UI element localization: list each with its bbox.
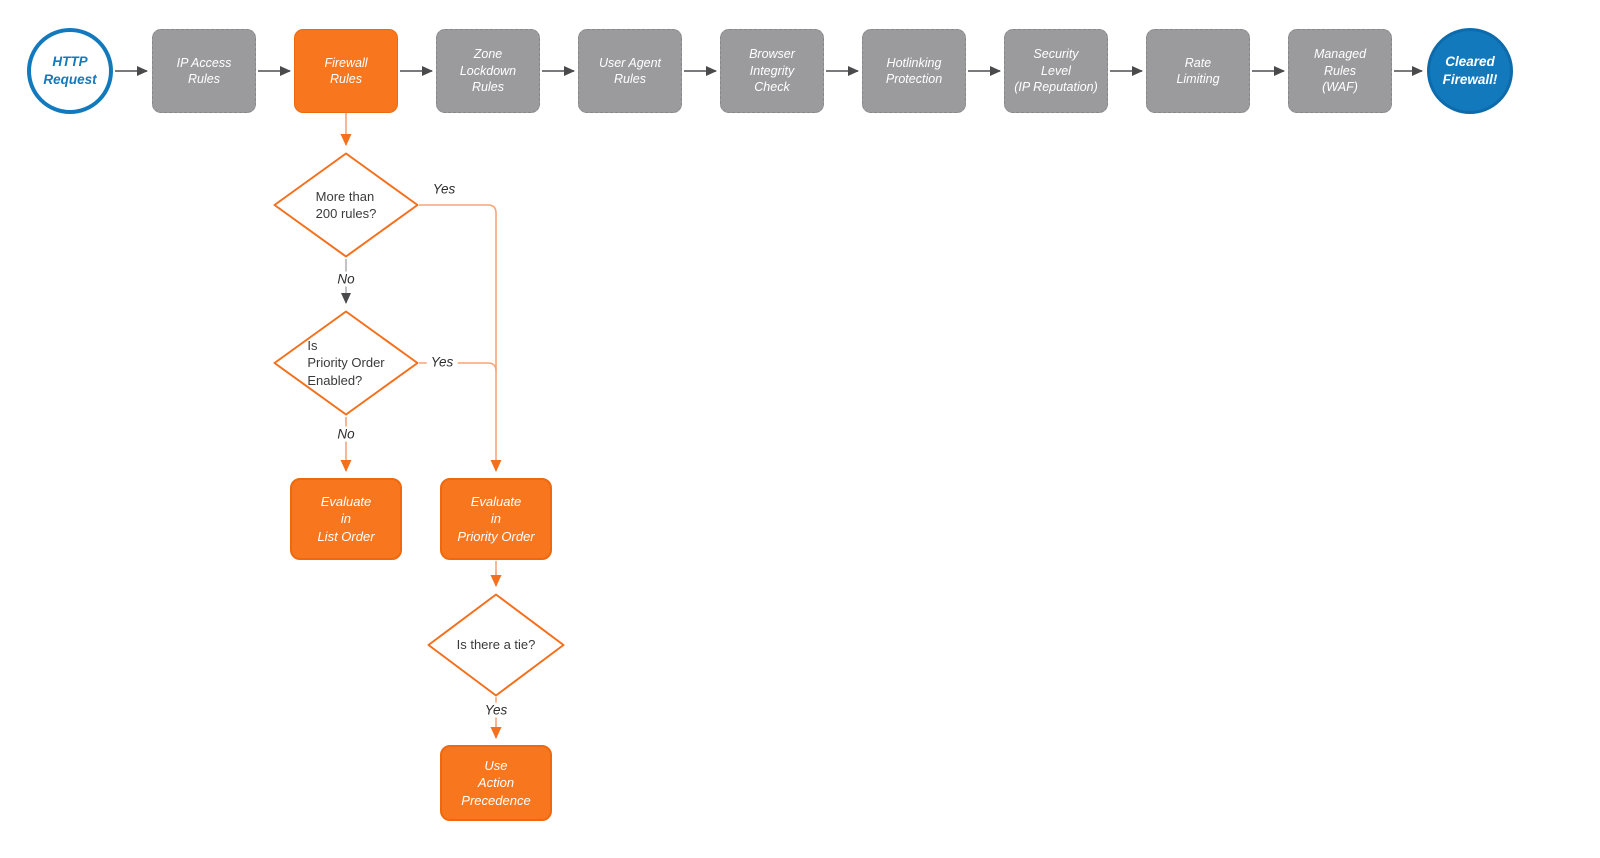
node-hotlinking-protection-label: Hotlinking Protection (885, 55, 943, 87)
node-rate-limiting-label: Rate Limiting (1176, 55, 1220, 87)
decision-priority-order-enabled: Is Priority Order Enabled? (273, 310, 419, 416)
node-zone-lockdown-rules-label: Zone Lockdown Rules (459, 47, 517, 95)
diamond-shape (273, 152, 419, 258)
node-http-request-label: HTTP Request (43, 54, 97, 87)
node-cleared-firewall: Cleared Firewall! (1427, 28, 1513, 114)
node-user-agent-rules: User Agent Rules (578, 29, 682, 113)
node-use-action-precedence: Use Action Precedence (440, 745, 552, 821)
node-evaluate-in-list-order: Evaluate in List Order (290, 478, 402, 560)
node-browser-integrity-check: Browser Integrity Check (720, 29, 824, 113)
node-security-level: Security Level (IP Reputation) (1004, 29, 1108, 113)
node-security-level-label: Security Level (IP Reputation) (1014, 47, 1098, 95)
node-http-request: HTTP Request (27, 28, 113, 114)
decision-priority-order-enabled-label: Is Priority Order Enabled? (307, 338, 385, 388)
edge-label-no-priority: No (333, 426, 359, 442)
node-rate-limiting: Rate Limiting (1146, 29, 1250, 113)
node-browser-integrity-check-label: Browser Integrity Check (749, 47, 795, 95)
node-ip-access-rules-label: IP Access Rules (176, 55, 232, 87)
diamond-shape (427, 593, 565, 697)
node-use-action-precedence-label: Use Action Precedence (461, 758, 531, 808)
edge-label-no-200: No (333, 271, 359, 287)
decision-is-there-a-tie-label: Is there a tie? (456, 637, 536, 653)
decision-more-than-200-rules-label: More than 200 rules? (315, 188, 377, 221)
node-managed-rules-waf-label: Managed Rules (WAF) (1313, 47, 1367, 95)
decision-more-than-200-rules: More than 200 rules? (273, 152, 419, 258)
edge-label-yes-tie: Yes (480, 702, 512, 718)
diamond-shape (273, 310, 419, 416)
node-evaluate-in-priority-order-label: Evaluate in Priority Order (457, 494, 535, 544)
node-zone-lockdown-rules: Zone Lockdown Rules (436, 29, 540, 113)
node-cleared-firewall-label: Cleared Firewall! (1442, 54, 1498, 87)
node-hotlinking-protection: Hotlinking Protection (862, 29, 966, 113)
node-user-agent-rules-label: User Agent Rules (598, 55, 662, 87)
node-evaluate-in-list-order-label: Evaluate in List Order (317, 494, 375, 544)
decision-is-there-a-tie: Is there a tie? (427, 593, 565, 697)
edge-label-yes-priority: Yes (426, 354, 458, 370)
edge-label-yes-200: Yes (428, 181, 460, 197)
node-firewall-rules-label: Firewall Rules (324, 55, 368, 87)
node-managed-rules-waf: Managed Rules (WAF) (1288, 29, 1392, 113)
node-firewall-rules: Firewall Rules (294, 29, 398, 113)
node-ip-access-rules: IP Access Rules (152, 29, 256, 113)
node-evaluate-in-priority-order: Evaluate in Priority Order (440, 478, 552, 560)
